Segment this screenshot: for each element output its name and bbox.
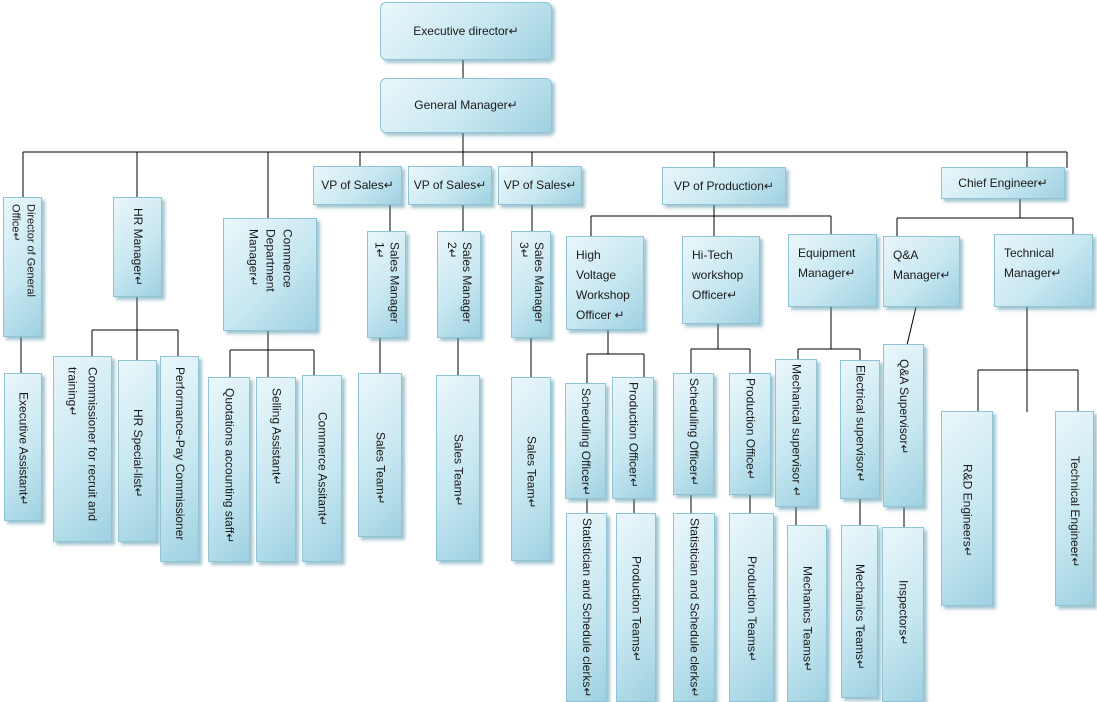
vp-sales-2-box: VP of Sales↵ — [408, 166, 492, 205]
vp-production-box: VP of Production↵ — [662, 167, 786, 205]
commissioner-recruit-box: Commissioner for recruit and training↵ — [53, 356, 112, 542]
commerce-manager-label: Commerce Department Manager↵ — [246, 229, 295, 292]
hv-workshop-officer-box: High Voltage Workshop Officer ↵ — [566, 236, 644, 330]
mechanical-supervisor-box: Mechanical supervisor ↵ — [775, 359, 817, 507]
rd-engineers-label: R&D Engineers↵ — [960, 464, 975, 557]
hr-manager-box: HR Manager↵ — [113, 197, 162, 297]
general-manager-box: General Manager↵ — [380, 78, 552, 133]
statistician-1-box: Statistician and Schedule clerks↵ — [566, 513, 607, 702]
hitech-workshop-officer-box: Hi-Tech workshop Officer↵ — [682, 236, 760, 324]
rd-engineers-box: R&D Engineers↵ — [941, 411, 993, 606]
qa-manager-box: Q&A Manager↵ — [883, 236, 960, 307]
executive-assistant-box: Executive Assistant↵ — [4, 373, 42, 521]
performance-pay-box: Performance-Pay Commissioner — [160, 356, 199, 562]
commerce-assistant-box: Commerce Assitant↵ — [302, 375, 342, 562]
sales-team-3-box: Sales Team↵ — [511, 377, 551, 561]
director-general-office-box: Director of General Office↵ — [3, 197, 42, 337]
selling-assistant-box: Selling Assistant↵ — [256, 377, 296, 562]
production-officer-2-label: Production Office↵ — [743, 378, 758, 480]
statistician-2-label: Statistician and Schedule clerks↵ — [687, 518, 702, 698]
inspectors-box: Inspectors↵ — [882, 527, 924, 702]
technical-engineer-label: Technical Engineer↵ — [1068, 456, 1082, 568]
sales-manager-3-box: Sales Manager 3↵ — [511, 231, 551, 338]
production-officer-2-box: Production Office↵ — [729, 373, 771, 495]
production-officer-1-box: Production Officer↵ — [612, 377, 654, 499]
vp-sales-1-box: VP of Sales↵ — [313, 166, 402, 205]
sales-team-1-label: Sales Team↵ — [373, 432, 388, 505]
scheduling-officer-2-label: Scheduling Officer↵ — [687, 378, 701, 486]
mechanics-teams-2-box: Mechanics Teams↵ — [841, 525, 878, 698]
sales-manager-1-box: Sales Manager 1↵ — [367, 231, 406, 338]
qa-supervisor-label: Q&A Supervisor↵ — [897, 359, 911, 455]
director-general-office-label: Director of General Office↵ — [9, 204, 37, 297]
hr-specialist-label: HR Special-list↵ — [131, 409, 145, 498]
production-teams-2-label: Production Teams↵ — [745, 556, 759, 662]
scheduling-officer-2-box: Scheduling Officer↵ — [673, 373, 714, 495]
electrical-supervisor-label: Electrical supervisor↵ — [853, 365, 868, 483]
chief-engineer-box: Chief Engineer↵ — [941, 167, 1065, 199]
executive-director-box: Executive director↵ — [380, 2, 552, 60]
mechanics-teams-1-label: Mechanics Teams↵ — [800, 566, 815, 672]
scheduling-officer-1-box: Scheduling Officer↵ — [565, 383, 606, 499]
qa-supervisor-box: Q&A Supervisor↵ — [883, 344, 924, 507]
technical-manager-box: Technical Manager↵ — [994, 234, 1093, 307]
sales-manager-1-label: Sales Manager 1↵ — [372, 242, 402, 323]
sales-manager-2-label: Sales Manager 2↵ — [445, 242, 474, 323]
mechanics-teams-2-label: Mechanics Teams↵ — [853, 564, 867, 670]
production-teams-2-box: Production Teams↵ — [729, 513, 774, 702]
mechanics-teams-1-box: Mechanics Teams↵ — [787, 525, 827, 702]
vp-sales-3-box: VP of Sales↵ — [498, 166, 582, 205]
sales-team-2-box: Sales Team↵ — [436, 375, 480, 561]
sales-team-1-box: Sales Team↵ — [358, 373, 402, 537]
equipment-manager-box: Equipment Manager↵ — [788, 234, 877, 307]
commerce-assistant-label: Commerce Assitant↵ — [315, 412, 330, 527]
scheduling-officer-1-label: Scheduling Officer↵ — [579, 388, 593, 496]
sales-manager-2-box: Sales Manager 2↵ — [437, 231, 481, 338]
performance-pay-label: Performance-Pay Commissioner — [173, 367, 187, 541]
production-officer-1-label: Production Officer↵ — [626, 382, 641, 488]
statistician-1-label: Statistician and Schedule clerks↵ — [580, 518, 594, 698]
quotations-staff-box: Quotations accounting staff↵ — [208, 377, 250, 562]
production-teams-1-label: Production Teams↵ — [629, 556, 644, 662]
electrical-supervisor-box: Electrical supervisor↵ — [840, 360, 880, 499]
hr-specialist-box: HR Special-list↵ — [118, 360, 157, 542]
sales-team-2-label: Sales Team↵ — [451, 434, 466, 507]
commerce-manager-box: Commerce Department Manager↵ — [223, 218, 317, 331]
technical-engineer-box: Technical Engineer↵ — [1055, 411, 1094, 606]
inspectors-label: Inspectors↵ — [896, 580, 911, 646]
statistician-2-box: Statistician and Schedule clerks↵ — [673, 513, 715, 702]
selling-assistant-label: Selling Assistant↵ — [269, 388, 284, 486]
executive-assistant-label: Executive Assistant↵ — [16, 392, 31, 506]
mechanical-supervisor-label: Mechanical supervisor ↵ — [789, 364, 804, 497]
commissioner-recruit-label: Commissioner for recruit and training↵ — [65, 367, 100, 522]
sales-manager-3-label: Sales Manager 3↵ — [517, 242, 546, 323]
quotations-staff-label: Quotations accounting staff↵ — [222, 388, 237, 544]
production-teams-1-box: Production Teams↵ — [616, 513, 656, 702]
sales-team-3-label: Sales Team↵ — [524, 436, 539, 509]
hr-manager-label: HR Manager↵ — [131, 208, 145, 287]
